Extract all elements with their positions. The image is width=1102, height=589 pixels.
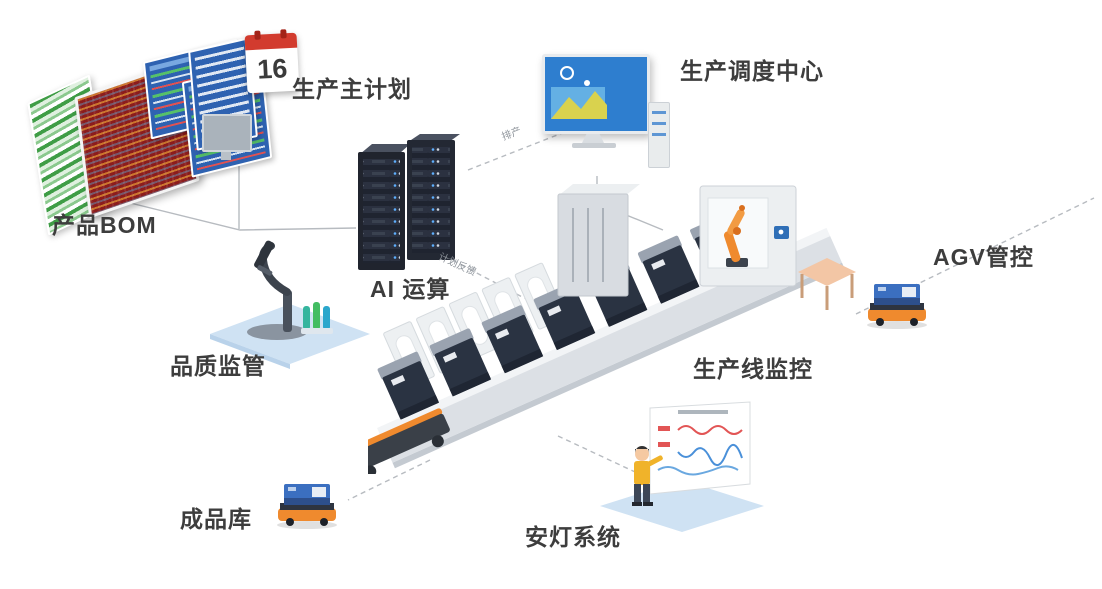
feeder-conveyor-icon — [368, 408, 450, 474]
node-label-agv-control: AGV管控 — [933, 244, 1034, 270]
pc-tower-icon — [648, 102, 670, 168]
node-label-product-bom: 产品BOM — [52, 212, 157, 238]
node-label-master-plan: 生产主计划 — [292, 76, 412, 102]
node-line-monitoring — [368, 168, 880, 474]
node-quality — [205, 232, 375, 370]
node-finished-goods — [272, 472, 347, 534]
node-label-finished-goods: 成品库 — [180, 506, 252, 532]
robot-enclosure-icon — [699, 185, 797, 287]
production-line-icon — [368, 184, 856, 474]
node-master-plan: 16 — [178, 28, 313, 173]
node-dispatch-center — [540, 42, 675, 187]
node-ai-computing — [352, 132, 472, 277]
dashboard-monitor-icon — [542, 54, 650, 134]
worker-chartboard-icon — [600, 401, 764, 532]
node-andon — [592, 398, 770, 546]
calendar-header — [244, 32, 298, 51]
robot-arm-icon — [723, 205, 748, 267]
test-tubes-icon — [301, 302, 333, 334]
node-label-dispatch-center: 生产调度中心 — [680, 58, 824, 84]
node-label-quality: 品质监管 — [170, 353, 266, 379]
microscope-icon — [210, 240, 370, 369]
monitor-base — [572, 143, 616, 148]
dashboard-chart-icon — [551, 66, 607, 119]
node-agv-control — [862, 272, 937, 334]
server-racks-icon — [358, 134, 460, 270]
control-cabinet-icon — [557, 184, 640, 297]
monitor-stand — [582, 134, 604, 143]
work-table-icon — [798, 258, 856, 310]
node-label-ai-computing: AI 运算 — [370, 276, 451, 302]
agv-robot-icon — [277, 484, 337, 529]
node-label-andon: 安灯系统 — [525, 524, 621, 550]
node-label-line-monitoring: 生产线监控 — [693, 356, 813, 382]
small-monitor-icon — [202, 114, 252, 160]
agv-robot-icon — [867, 284, 927, 329]
worker-icon — [632, 446, 663, 506]
chart-board-icon — [649, 401, 751, 495]
